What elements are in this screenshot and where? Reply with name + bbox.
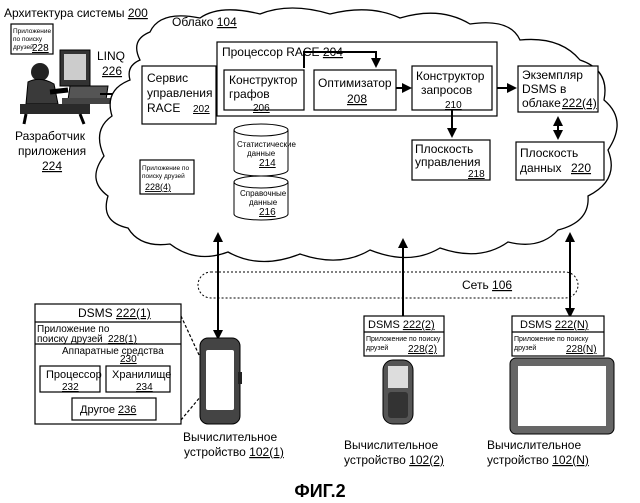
svg-text:Конструктор: Конструктор: [416, 69, 485, 83]
svg-text:214: 214: [259, 158, 276, 169]
svg-text:DSMS в: DSMS в: [522, 82, 566, 96]
svg-text:облаке: облаке: [522, 96, 561, 110]
svg-text:Приложение по поиску: Приложение по поиску: [514, 336, 589, 343]
svg-text:по поиску: по поиску: [13, 36, 43, 43]
svg-text:Приложение по поиску: Приложение по поиску: [366, 336, 441, 343]
optimizer-box: Оптимизатор 208: [314, 70, 396, 110]
data-plane-box: Плоскость данных 220: [516, 142, 604, 180]
svg-text:Конструктор: Конструктор: [229, 73, 298, 87]
svg-text:Приложение: Приложение: [13, 28, 52, 35]
svg-text:Хранилище: Хранилище: [112, 369, 171, 381]
svg-text:Приложение по: Приложение по: [142, 165, 189, 172]
svg-text:234: 234: [136, 382, 153, 393]
svg-text:приложения: приложения: [18, 144, 86, 158]
linq-label: LINQ: [97, 49, 125, 63]
network-label: Сеть 106: [462, 278, 512, 292]
svg-text:друзей: друзей: [366, 344, 388, 352]
svg-text:друзей: друзей: [13, 43, 34, 51]
svg-text:228(2): 228(2): [408, 344, 437, 355]
app-box-top: Приложение по поиску друзей 228: [11, 24, 53, 54]
deviceN-caption: Вычислительное: [487, 438, 581, 452]
cloud-label: Облако 104: [172, 15, 237, 29]
svg-text:Оптимизатор: Оптимизатор: [318, 76, 392, 90]
svg-text:Процессор: Процессор: [46, 369, 102, 381]
device2-caption: Вычислительное: [344, 438, 438, 452]
svg-text:230: 230: [120, 354, 137, 365]
query-builder-box: Конструктор запросов 210: [412, 66, 492, 111]
device1-phone-icon: [200, 338, 242, 424]
svg-text:228: 228: [32, 43, 49, 54]
svg-text:Справочные: Справочные: [240, 189, 287, 198]
svg-text:Аппаратные средства: Аппаратные средства: [62, 346, 164, 357]
svg-text:данные: данные: [247, 149, 276, 158]
svg-text:управления: управления: [415, 155, 480, 169]
graph-builder-box: Конструктор графов 206: [224, 70, 304, 114]
svg-text:данные: данные: [249, 198, 278, 207]
svg-text:графов: графов: [229, 87, 270, 101]
svg-text:RACE: RACE: [147, 101, 180, 115]
svg-text:Плоскость: Плоскость: [415, 142, 473, 156]
svg-text:устройство 102(2): устройство 102(2): [344, 453, 444, 467]
control-plane-box: Плоскость управления 218: [412, 140, 490, 180]
svg-text:Сервис: Сервис: [147, 71, 188, 85]
deviceN-tablet-icon: [510, 358, 614, 434]
svg-text:друзей: друзей: [514, 344, 536, 352]
device1-panel: DSMS 222(1) Приложение по поиску друзей …: [35, 304, 206, 424]
svg-text:202: 202: [193, 104, 210, 115]
app-box-cloud: Приложение по поиску друзей 228(4): [140, 160, 194, 194]
network-shape: [198, 272, 578, 298]
svg-text:226: 226: [102, 64, 122, 78]
svg-text:232: 232: [62, 382, 79, 393]
svg-text:206: 206: [253, 103, 270, 114]
svg-text:218: 218: [468, 169, 485, 180]
reference-db-icon: Справочные данные 216: [234, 176, 288, 220]
arch-title: Архитектура системы 200: [4, 6, 148, 20]
race-service-box: Сервис управления RACE 202: [142, 66, 216, 124]
figure-label: ФИГ.2: [294, 481, 345, 501]
svg-text:220: 220: [571, 161, 591, 175]
svg-text:210: 210: [445, 100, 462, 111]
svg-text:поиску друзей: поиску друзей: [142, 172, 185, 180]
svg-text:управления: управления: [147, 86, 212, 100]
svg-text:данных: данных: [520, 161, 562, 175]
device2-panel: DSMS 222(2) Приложение по поиску друзей …: [364, 316, 444, 356]
statistics-db-icon: Статистические данные 214: [234, 124, 296, 176]
svg-text:228(4): 228(4): [145, 182, 171, 192]
deviceN-panel: DSMS 222(N) Приложение по поиску друзей …: [512, 316, 604, 356]
svg-text:устройство 102(1): устройство 102(1): [184, 445, 284, 459]
svg-text:DSMS 222(1): DSMS 222(1): [78, 306, 151, 320]
svg-text:Экземпляр: Экземпляр: [522, 68, 583, 82]
device1-caption: Вычислительное: [183, 430, 277, 444]
svg-text:208: 208: [347, 92, 367, 106]
svg-text:224: 224: [42, 159, 62, 173]
svg-text:поиску друзей: поиску друзей: [37, 334, 103, 345]
device2-handset-icon: [383, 360, 413, 424]
dsms-cloud-box: Экземпляр DSMS в облаке 222(4): [518, 66, 598, 112]
developer-label: Разработчик: [15, 129, 86, 143]
svg-text:устройство 102(N): устройство 102(N): [487, 453, 589, 467]
svg-text:228(N): 228(N): [566, 344, 597, 355]
svg-text:DSMS 222(N): DSMS 222(N): [520, 319, 588, 331]
svg-text:228(1): 228(1): [108, 334, 137, 345]
svg-text:222(4): 222(4): [562, 96, 597, 110]
svg-text:запросов: запросов: [421, 83, 472, 97]
svg-text:Статистические: Статистические: [237, 140, 296, 149]
svg-text:Плоскость: Плоскость: [520, 146, 578, 160]
svg-text:Другое 236: Другое 236: [80, 404, 136, 416]
svg-text:216: 216: [259, 207, 276, 218]
svg-text:DSMS 222(2): DSMS 222(2): [368, 319, 435, 331]
